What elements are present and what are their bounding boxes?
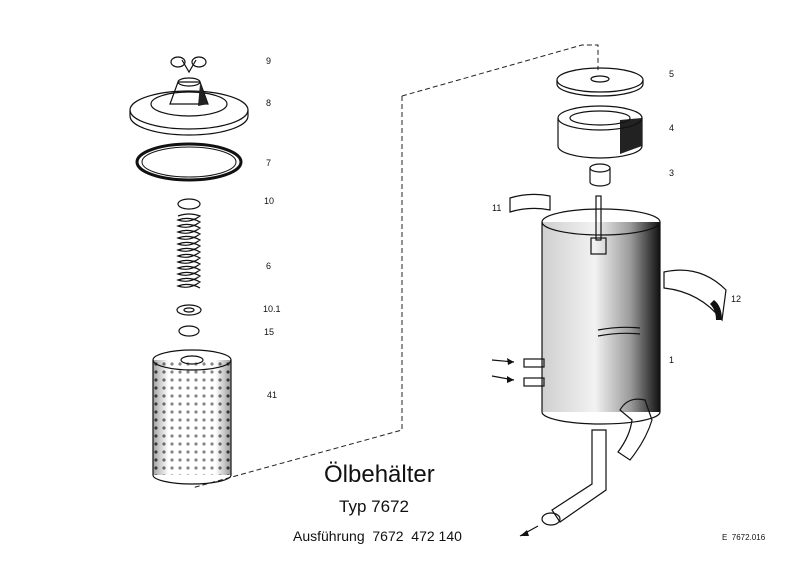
callout-10-1: 10.1 xyxy=(263,304,281,314)
diagram-subtitle: Typ 7672 xyxy=(339,497,409,516)
part-7-seal-ring xyxy=(135,142,243,182)
diagram-title: Ölbehälter xyxy=(324,461,435,488)
part-8-cover xyxy=(129,77,249,136)
title-block: Ölbehälter Typ 7672 Ausführung 7672 472 … xyxy=(293,461,766,544)
callout-41: 41 xyxy=(267,390,277,400)
part-6-spring xyxy=(176,213,202,289)
part-5-disc xyxy=(556,67,644,97)
flow-arrows xyxy=(491,358,539,537)
callout-9: 9 xyxy=(266,56,271,66)
part-9-wing-nut xyxy=(170,56,207,74)
part-10-washer xyxy=(177,198,201,210)
part-11-strap xyxy=(509,193,551,213)
part-15-nut xyxy=(178,325,200,337)
part-4-ring-insert xyxy=(557,105,643,159)
diagram-variant: Ausführung 7672 472 140 xyxy=(293,528,462,544)
callout-7: 7 xyxy=(266,158,271,168)
callout-11: 11 xyxy=(492,203,501,213)
part-3-bushing xyxy=(589,163,611,187)
assembly-dashed-lines xyxy=(191,44,599,489)
callout-8: 8 xyxy=(266,98,271,108)
part-1-tank xyxy=(523,195,661,526)
callout-4: 4 xyxy=(669,123,674,133)
callout-labels: 9 8 7 10 6 10.1 15 41 5 4 3 11 12 1 xyxy=(263,56,741,400)
callout-12: 12 xyxy=(731,294,741,304)
part-41-filter-cartridge xyxy=(152,349,232,485)
part-10-1-washer xyxy=(176,304,202,316)
callout-15: 15 xyxy=(264,327,274,337)
drawing-reference: E 7672.016 xyxy=(722,533,766,542)
callout-3: 3 xyxy=(669,168,674,178)
callout-6: 6 xyxy=(266,261,271,271)
callout-5: 5 xyxy=(669,69,674,79)
part-12-curved-strap xyxy=(663,269,727,322)
callout-1: 1 xyxy=(669,355,674,365)
callout-10: 10 xyxy=(264,196,274,206)
